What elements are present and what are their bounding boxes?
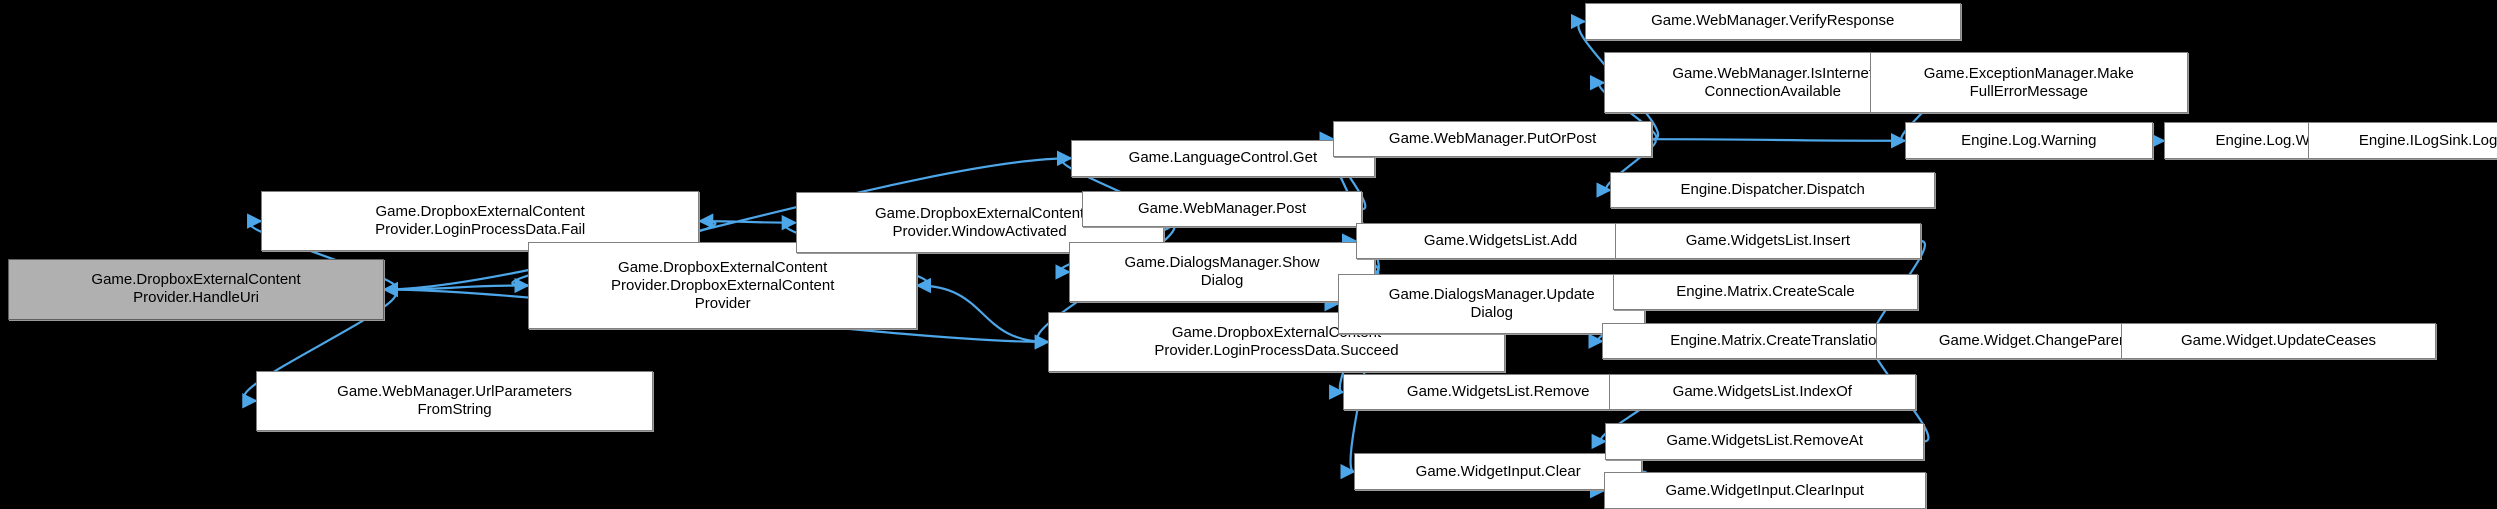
graph-node-verifyResponse[interactable]: Game.WebManager.VerifyResponse [1584,3,1961,40]
graph-node-urlParams[interactable]: Game.WebManager.UrlParameters FromString [256,370,654,432]
edge-handleUri-to-langGet [384,150,1073,291]
graph-node-removeAt[interactable]: Game.WidgetsList.RemoveAt [1605,423,1924,460]
edge-windowActivated-to-loginFail [697,213,796,229]
graph-node-handleUri[interactable]: Game.DropboxExternalContent Provider.Han… [8,259,385,320]
graph-node-widgetInputClear[interactable]: Game.WidgetInput.Clear [1354,453,1643,490]
edge-loginSucceed-to-ctor [915,277,1049,344]
edge-putOrPost-to-dispatch [1596,138,1657,198]
graph-node-iLogSinkLog[interactable]: Engine.ILogSink.Log [2308,122,2497,160]
graph-node-updateDialog[interactable]: Game.DialogsManager.Update Dialog [1338,273,1646,335]
graph-node-indexOf[interactable]: Game.WidgetsList.IndexOf [1608,373,1916,411]
graph-node-widgetsAdd[interactable]: Game.WidgetsList.Add [1355,222,1646,260]
graph-node-loginFail[interactable]: Game.DropboxExternalContent Provider.Log… [260,190,700,252]
graph-node-langGet[interactable]: Game.LanguageControl.Get [1070,139,1375,177]
graph-node-webPost[interactable]: Game.WebManager.Post [1082,190,1363,228]
graph-node-ctor[interactable]: Game.DropboxExternalContent Provider.Dro… [528,241,918,330]
graph-node-updateCeases[interactable]: Game.Widget.UpdateCeases [2120,322,2437,360]
graph-node-logWarning[interactable]: Engine.Log.Warning [1904,122,2153,160]
graph-node-dispatch[interactable]: Engine.Dispatcher.Dispatch [1610,171,1936,209]
graph-node-showDialog[interactable]: Game.DialogsManager.Show Dialog [1069,241,1375,303]
graph-node-createScale[interactable]: Engine.Matrix.CreateScale [1613,273,1918,311]
graph-node-putOrPost[interactable]: Game.WebManager.PutOrPost [1333,120,1652,158]
graph-node-widgetsRemove[interactable]: Game.WidgetsList.Remove [1342,373,1654,411]
graph-node-clearInput[interactable]: Game.WidgetInput.ClearInput [1603,472,1926,509]
graph-node-makeFullError[interactable]: Game.ExceptionManager.Make FullErrorMess… [1869,52,2189,113]
graph-node-widgetsInsert[interactable]: Game.WidgetsList.Insert [1615,222,1921,260]
edge-putOrPost-to-logWarning [1651,133,1907,149]
